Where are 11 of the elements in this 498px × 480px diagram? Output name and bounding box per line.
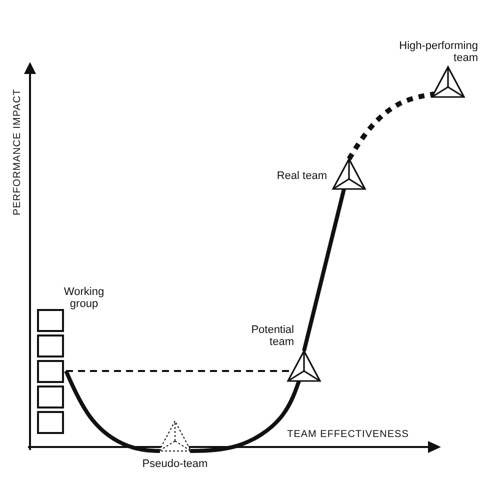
node-label: Potential team	[250, 324, 294, 348]
curve-line	[346, 92, 434, 160]
axis-label: TEAM EFFECTIVENESS	[286, 429, 410, 441]
curve-line	[190, 380, 301, 453]
node-label: Pseudo-team	[141, 458, 209, 470]
curve-line	[302, 188, 346, 352]
node-label: High-performing team	[398, 40, 478, 64]
curve-line	[64, 370, 160, 453]
axis-label: PERFORMANCE IMPACT	[12, 88, 24, 218]
node-label: Working group	[62, 286, 106, 310]
node-label: Real team	[276, 170, 327, 182]
